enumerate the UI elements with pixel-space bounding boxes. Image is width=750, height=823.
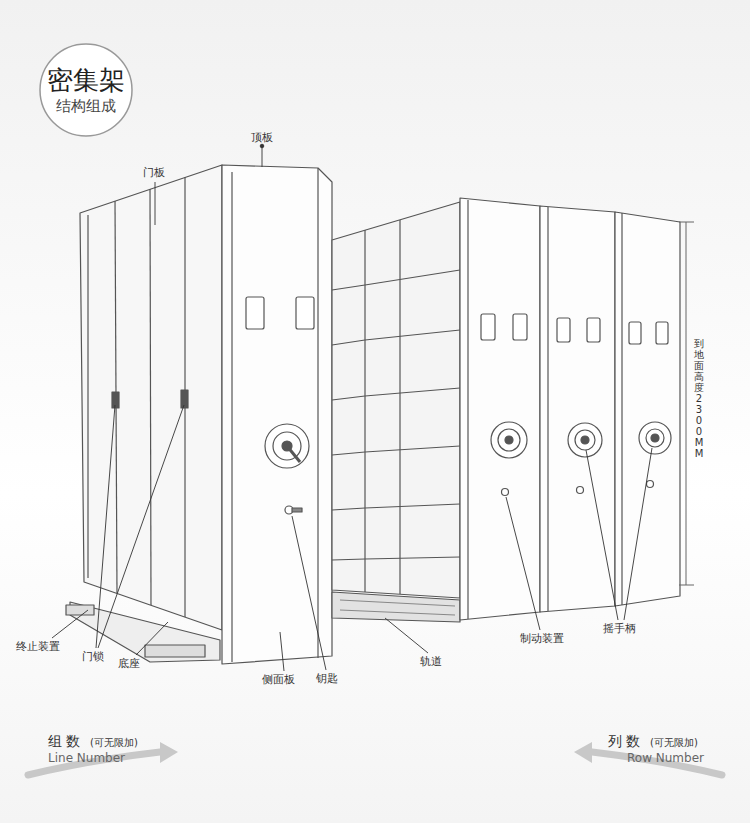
part-label: 轨道 (420, 655, 442, 668)
part-label: 侧面板 (262, 673, 295, 686)
count-note: (可无限加) (650, 737, 698, 749)
part-label: 终止装置 (16, 640, 60, 653)
part-label: 制动装置 (520, 632, 564, 645)
title-badge: 密集架结构组成 (38, 42, 134, 138)
dimension-label: 到地面高度2300MM (694, 338, 704, 459)
count-label: 列 数 (608, 733, 640, 750)
part-label: 钥匙 (316, 672, 338, 685)
count-english: Row Number (627, 751, 704, 765)
part-label: 门锁 (82, 650, 104, 663)
count-english: Line Number (48, 751, 125, 765)
part-label: 底座 (118, 657, 140, 670)
badge-heading: 密集架 (47, 65, 125, 96)
part-label: 顶板 (251, 131, 273, 144)
badge-subtitle: 结构组成 (56, 97, 116, 115)
count-note: (可无限加) (90, 737, 138, 749)
part-label: 门板 (143, 166, 165, 179)
part-label: 摇手柄 (603, 622, 636, 635)
count-label: 组 数 (48, 733, 80, 750)
